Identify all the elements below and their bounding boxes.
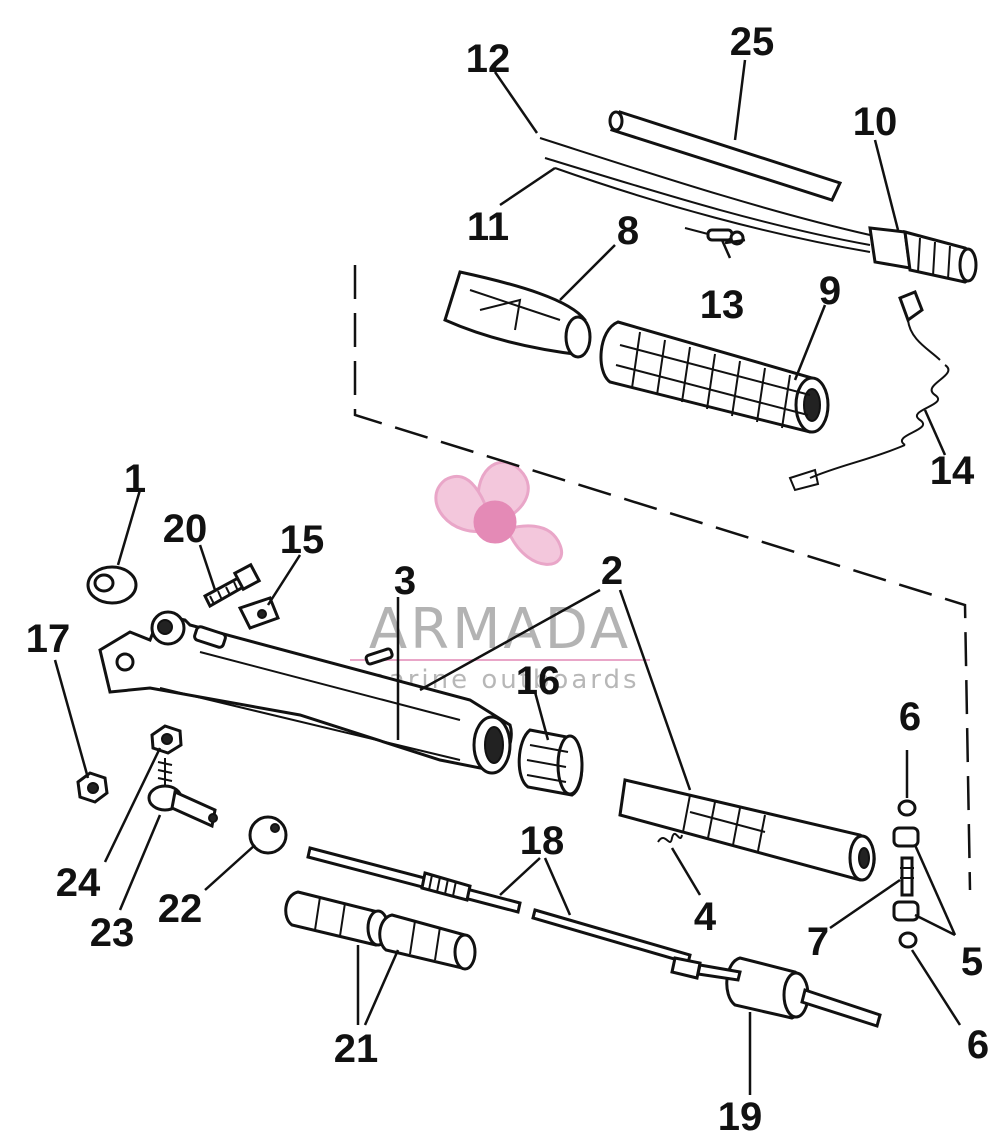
small-parts-5-6-7 — [892, 799, 920, 949]
callout-1: 1 — [124, 457, 146, 501]
bushing-part-16 — [517, 728, 584, 797]
callout-9: 9 — [819, 269, 841, 313]
sleeves-part-21 — [284, 890, 477, 971]
callout-8: 8 — [617, 209, 639, 253]
callout-18: 18 — [520, 819, 565, 863]
callout-4: 4 — [694, 895, 717, 939]
washer-part-1 — [86, 565, 138, 605]
callout-24: 24 — [56, 861, 101, 905]
ball-part-22 — [248, 815, 288, 855]
stop-switch-part-10 — [868, 226, 978, 284]
throttle-housing-part-8 — [443, 270, 592, 359]
leader-lines — [53, 59, 962, 1095]
callout-21: 21 — [334, 1027, 379, 1071]
grip-part-9 — [599, 320, 830, 434]
nut-part-17 — [76, 771, 109, 804]
watermark-brand: ARMADA — [369, 597, 631, 662]
callout-5: 5 — [961, 940, 983, 984]
callout-16: 16 — [516, 659, 561, 703]
callout-19: 19 — [718, 1095, 763, 1139]
spring-part-4 — [657, 832, 683, 843]
watermark: ARMADA marine outboards — [350, 460, 650, 695]
callout-10: 10 — [853, 100, 898, 144]
clip-part-15 — [237, 596, 280, 630]
nut-part-24 — [150, 724, 183, 755]
callout-15: 15 — [280, 518, 325, 562]
callout-labels: 1 20 15 3 2 16 17 24 23 22 18 21 19 4 7 … — [26, 20, 989, 1139]
rod-part-25 — [608, 110, 843, 202]
callout-17: 17 — [26, 617, 71, 661]
cable-end-part-19 — [670, 956, 882, 1028]
callout-23: 23 — [90, 911, 135, 955]
callout-22: 22 — [158, 887, 203, 931]
callout-6-top: 6 — [899, 695, 921, 739]
bolt-part-20 — [203, 562, 262, 609]
callout-25: 25 — [730, 20, 775, 64]
throttle-shaft-part-2 — [618, 778, 876, 882]
cable-part-18 — [306, 846, 692, 965]
callout-20: 20 — [163, 507, 208, 551]
stop-switch-wires-part-11-12 — [539, 137, 871, 253]
callout-6-bottom: 6 — [967, 1023, 989, 1067]
pin-part-3 — [364, 647, 394, 666]
lanyard-part-14 — [788, 290, 950, 492]
callout-7: 7 — [807, 920, 829, 964]
tiller-arm — [98, 610, 513, 775]
callout-12: 12 — [466, 37, 511, 81]
propeller-logo-icon — [434, 460, 564, 566]
callout-2: 2 — [601, 549, 623, 593]
callout-13: 13 — [700, 283, 745, 327]
callout-11: 11 — [467, 205, 509, 249]
callout-3: 3 — [394, 559, 416, 603]
ball-joint-part-23 — [147, 758, 218, 829]
assembly-group-outline — [353, 265, 972, 891]
callout-14: 14 — [930, 449, 975, 493]
